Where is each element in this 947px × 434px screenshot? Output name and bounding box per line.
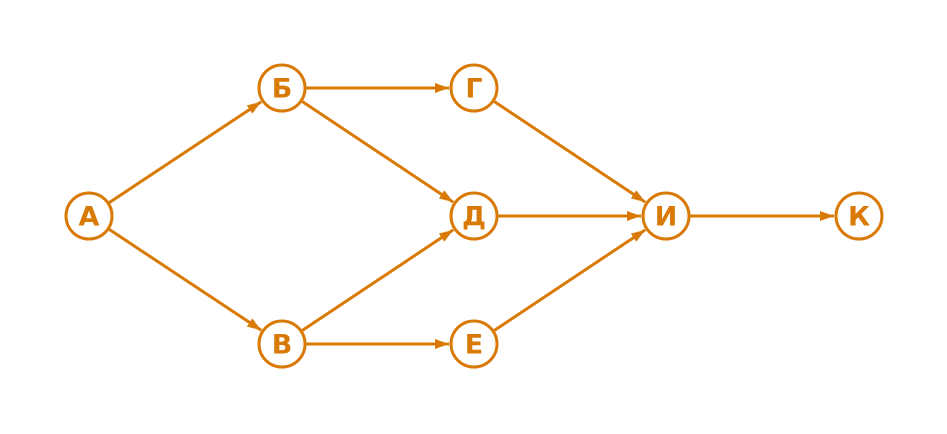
edge-arrow-a-v xyxy=(108,228,263,332)
graph-node-i: И xyxy=(641,191,691,241)
graph-node-b: Б xyxy=(257,63,307,113)
graph-node-v: В xyxy=(257,319,307,369)
node-circle xyxy=(834,191,884,241)
graph-node-a: А xyxy=(64,191,114,241)
edge-arrow-a-b xyxy=(108,100,263,204)
graph-node-d: Д xyxy=(449,191,499,241)
node-label: Д xyxy=(462,202,486,233)
node-label: Е xyxy=(465,330,483,361)
node-label: Б xyxy=(272,74,293,105)
node-circle xyxy=(64,191,114,241)
node-label: А xyxy=(79,202,100,233)
node-circle xyxy=(449,191,499,241)
node-circle xyxy=(449,319,499,369)
node-label: И xyxy=(655,202,678,233)
edges-layer xyxy=(108,83,834,349)
edge-arrow-b-d xyxy=(301,100,455,204)
node-circle xyxy=(257,319,307,369)
node-circle xyxy=(257,63,307,113)
graph-node-g: Г xyxy=(449,63,499,113)
node-label: Г xyxy=(465,74,482,105)
graph-node-k: К xyxy=(834,191,884,241)
edge-arrow-v-d xyxy=(301,228,455,332)
nodes-layer: А Б В Г Д Е И К xyxy=(64,63,884,369)
edge-arrow-e-i xyxy=(493,228,647,332)
node-label: В xyxy=(272,330,293,361)
node-circle xyxy=(641,191,691,241)
node-label: К xyxy=(848,202,870,233)
edge-arrow-g-i xyxy=(493,100,647,204)
graph-node-e: Е xyxy=(449,319,499,369)
node-circle xyxy=(449,63,499,113)
